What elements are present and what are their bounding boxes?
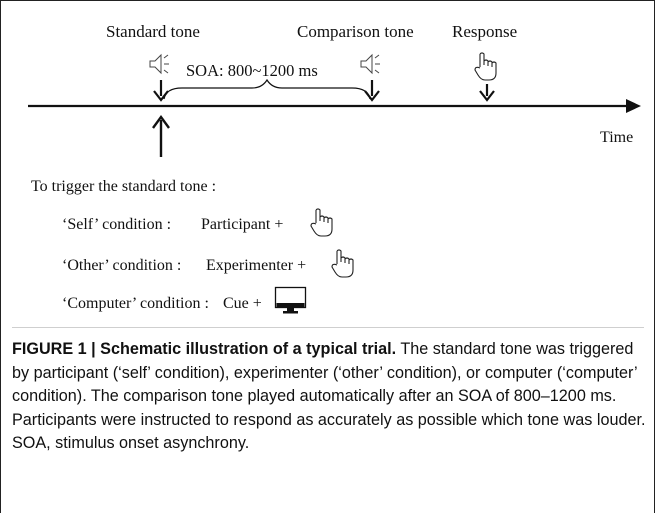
- condition-self-agent: Participant +: [201, 216, 284, 233]
- standard-tone-down-arrow: [153, 80, 169, 102]
- trigger-up-arrow: [152, 114, 170, 157]
- standard-tone-label: Standard tone: [106, 22, 200, 41]
- response-down-arrow: [479, 84, 495, 102]
- caption-label: FIGURE 1 | Schematic illustration of a t…: [12, 340, 397, 358]
- condition-other-name: ‘Other’ condition :: [62, 257, 182, 274]
- monitor-icon: [274, 286, 307, 314]
- time-axis-label: Time: [600, 129, 634, 146]
- figure-caption: FIGURE 1 | Schematic illustration of a t…: [12, 338, 646, 456]
- condition-other-agent: Experimenter +: [206, 257, 307, 274]
- caption-separator: [12, 327, 644, 328]
- condition-self-name: ‘Self’ condition :: [62, 216, 172, 233]
- speaker-icon: [149, 53, 169, 75]
- comparison-tone-down-arrow: [364, 80, 380, 102]
- pointing-hand-icon: [331, 249, 354, 278]
- soa-brace: [163, 78, 371, 100]
- time-axis-arrowhead: [626, 99, 641, 113]
- pointing-hand-icon: [474, 52, 497, 81]
- comparison-tone-label: Comparison tone: [297, 22, 414, 41]
- caption-text: The standard tone was triggered by parti…: [12, 340, 646, 453]
- condition-computer-agent: Cue +: [223, 295, 262, 312]
- trigger-title: To trigger the standard tone :: [31, 178, 217, 195]
- condition-computer-name: ‘Computer’ condition :: [62, 295, 209, 312]
- soa-label: SOA: 800~1200 ms: [186, 61, 318, 80]
- response-label: Response: [452, 22, 518, 41]
- pointing-hand-icon: [310, 208, 333, 237]
- speaker-icon: [360, 53, 380, 75]
